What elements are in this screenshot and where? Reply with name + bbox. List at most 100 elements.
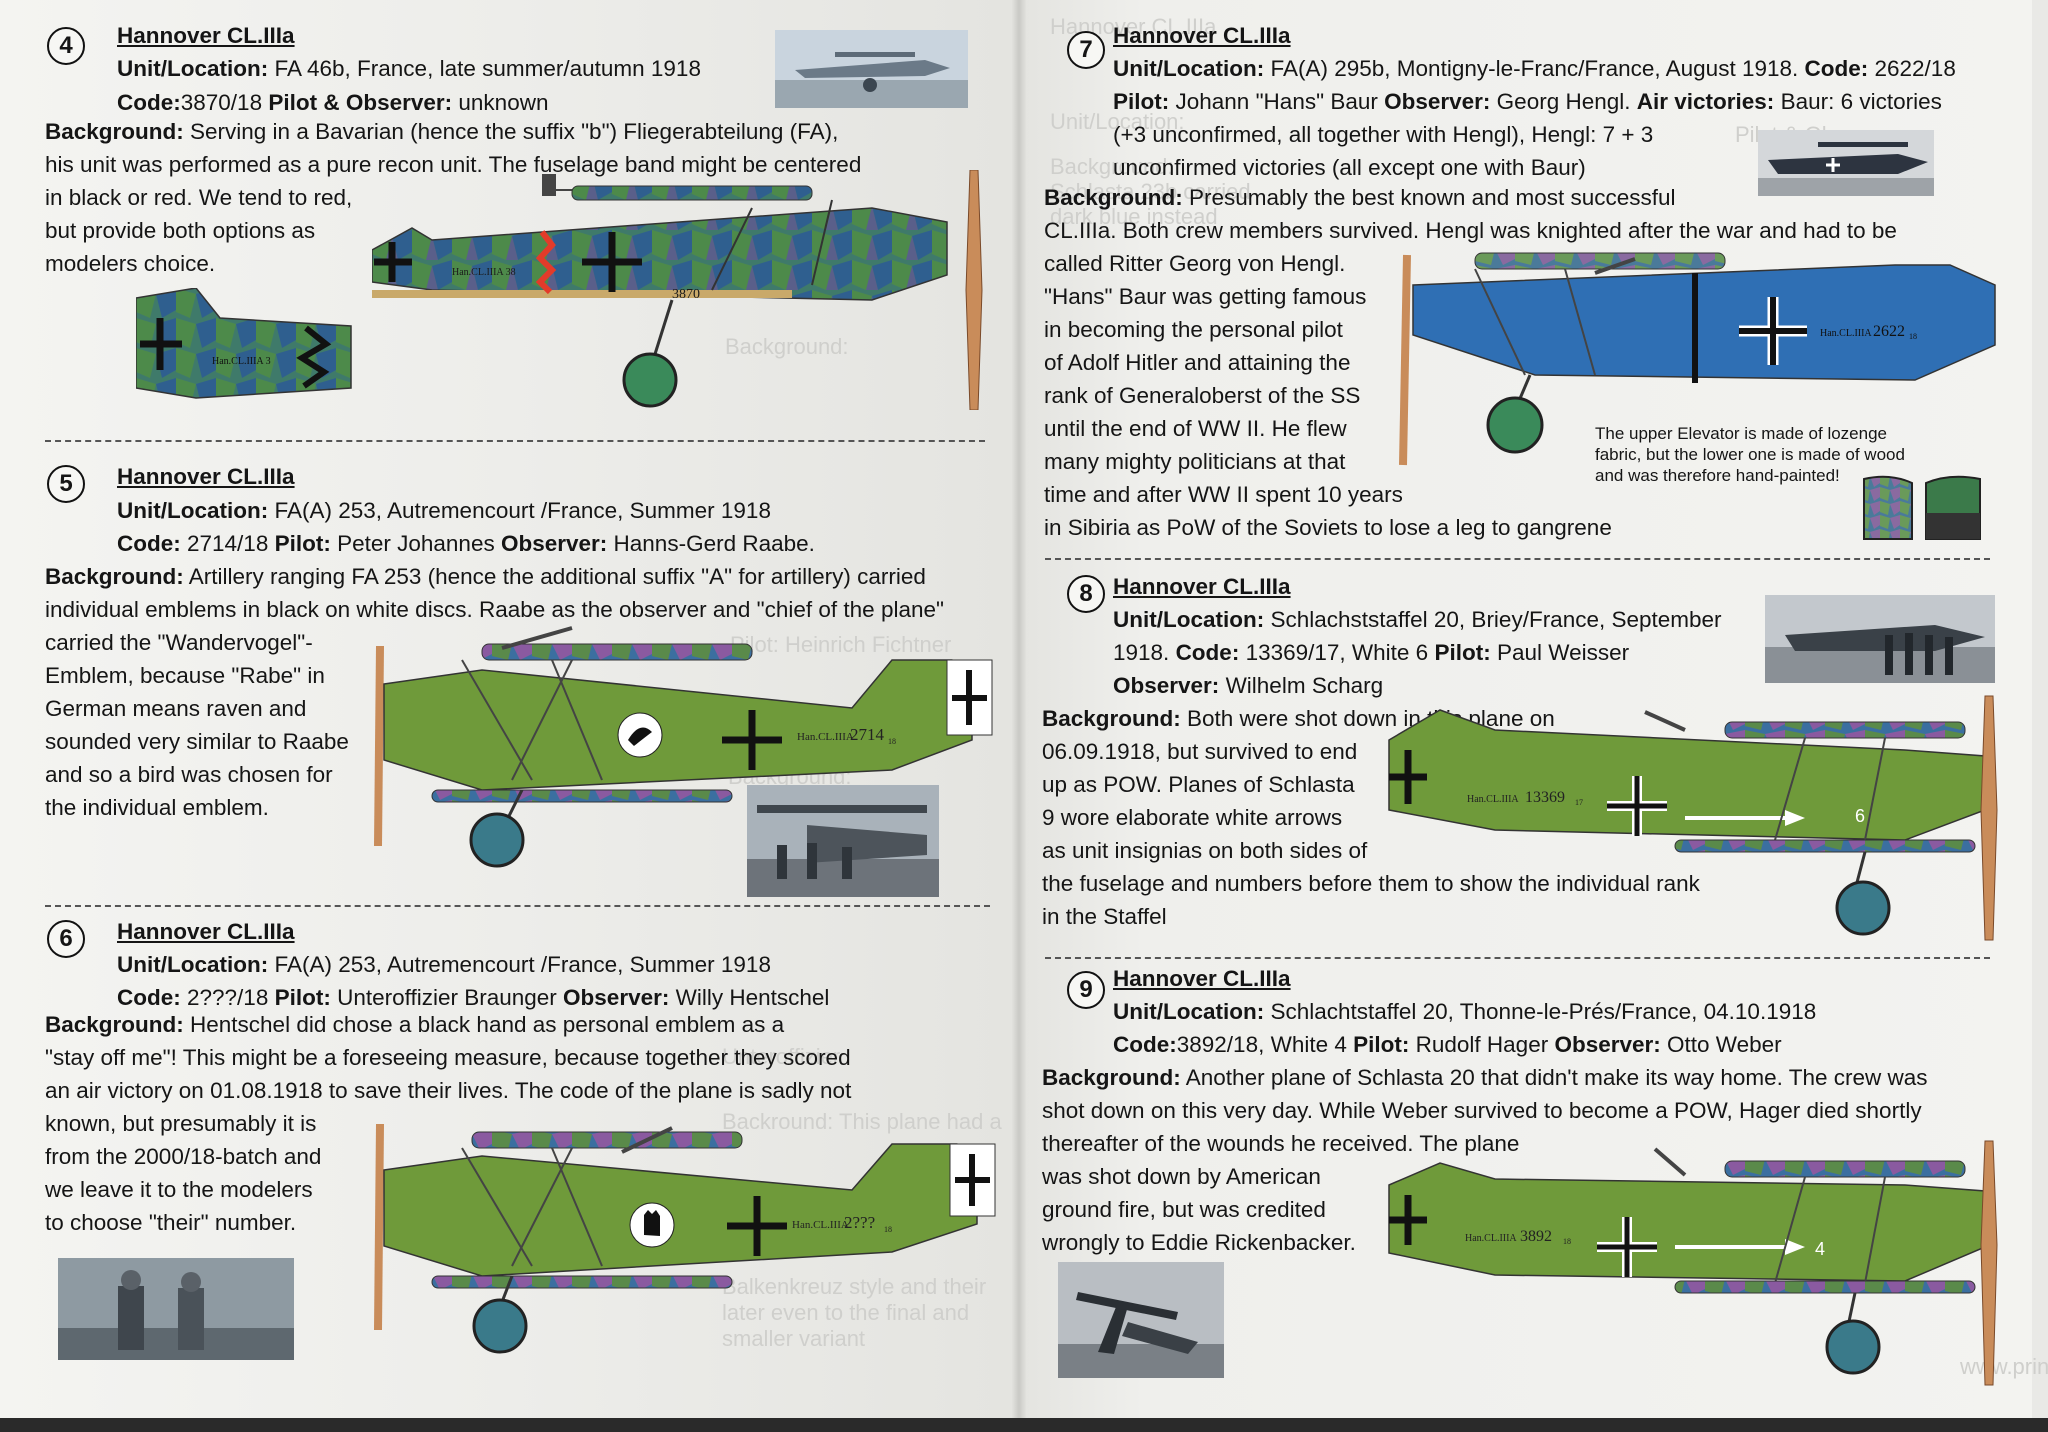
svg-text:2???: 2??? [844,1213,875,1232]
profile-section-6: 6 Hannover CL.IIIa Unit/Location: FA(A) … [0,915,1010,1415]
aircraft-profile-5: Han.CL.IIIA 2714 18 [374,626,993,868]
background-text: carried the "Wandervogel"- [45,630,313,655]
bleed-through-text: dark blue instead [1050,204,1218,229]
bleed-through-text: Unit/Location: [1050,109,1185,134]
observer-label: Observer: [500,531,608,556]
profile-number-badge: 6 [47,920,85,958]
background-text: "Hans" Baur was getting famous [1044,284,1367,309]
reference-photo [1765,595,1995,683]
unit-label: Unit/Location: [117,56,269,81]
code-value: 3892/18, White 4 [1176,1032,1354,1057]
pilot-value: Rudolf Hager [1409,1032,1555,1057]
code-label: Code: [117,90,181,115]
profile-section-4: 4 Hannover CL.IIIa Unit/Location: FA 46b… [0,0,1010,440]
unit-label: Unit/Location: [1113,607,1265,632]
background-text: in the Staffel [1042,904,1167,929]
background-text: thereafter of the wounds he received. Th… [1042,1131,1520,1156]
background-text: we leave it to the modelers [45,1177,313,1202]
background-text: in black or red. We tend to red, [45,185,353,210]
background-text: rank of Generaloberst of the SS [1044,383,1361,408]
background-text: up as POW. Planes of Schlasta [1042,772,1355,797]
profile-number-badge: 8 [1067,575,1105,613]
background-label: Background: [45,1012,184,1037]
page-spine [1012,0,1026,1432]
profile-number-badge: 4 [47,27,85,65]
svg-text:2714: 2714 [850,725,885,744]
unit-label: Unit/Location: [1113,56,1265,81]
observer-value: Otto Weber [1660,1032,1782,1057]
observer-value: Wilhelm Scharg [1219,673,1384,698]
reference-photo [1758,130,1934,196]
aircraft-tail-4: Han.CL.IIIA 3 [136,288,352,399]
bleed-through-text: Unteroffizier [722,1044,841,1069]
aircraft-profile-7: Han.CL.IIIA 2622 18 [1399,252,1996,466]
background-text: German means raven and [45,696,307,721]
pilot-label: Pilot: [274,531,331,556]
background-text: 9 wore elaborate white arrows [1042,805,1343,830]
background-text: an air victory on 01.08.1918 to save the… [45,1078,852,1103]
profile-section-5: 5 Hannover CL.IIIa Unit/Location: FA(A) … [0,460,1010,900]
svg-text:Han.CL.IIIA 38: Han.CL.IIIA 38 [452,267,516,278]
pilot-value: Johann "Hans" Baur [1169,89,1385,114]
background-label: Background: [1042,1065,1181,1090]
svg-text:Han.CL.IIIA: Han.CL.IIIA [1465,1233,1517,1244]
svg-text:Han.CL.IIIA: Han.CL.IIIA [797,731,854,743]
profile-section-9: 9 Hannover CL.IIIa Unit/Location: Schlac… [1022,962,2032,1382]
code-label: Code: [1175,640,1240,665]
profile-number-badge: 9 [1067,971,1105,1009]
unit-location: 1918. [1113,640,1176,665]
elevator-note: The upper Elevator is made of lozenge fa… [1595,424,1905,485]
svg-text:Han.CL.IIIA: Han.CL.IIIA [792,1219,849,1231]
background-label: Background: [1044,185,1183,210]
svg-text:Han.CL.IIIA: Han.CL.IIIA [1820,328,1872,339]
profile-section-8: 8 Hannover CL.IIIa Unit/Location: Schlac… [1022,570,2032,950]
svg-text:Han.CL.IIIA 3: Han.CL.IIIA 3 [212,356,271,367]
aircraft-profile-6: Han.CL.IIIA 2??? 18 [374,1123,996,1354]
background-text: until the end of WW II. He flew [1044,416,1347,441]
background-text: ground fire, but was credited [1042,1197,1326,1222]
background-text: time and after WW II spent 10 years [1044,482,1403,507]
observer-value: Hanns-Gerd Raabe. [607,531,815,556]
bleed-through-text: Backround: This plane had a [722,1109,1002,1134]
background-text: shot down on this very day. While Weber … [1042,1098,1922,1123]
pilot-label: Pilot: [1353,1032,1410,1057]
code-value: 3870/18 [180,90,269,115]
bleed-through-text: www.printscale.org [1960,1354,2048,1379]
observer-label: Observer: [1113,673,1220,698]
svg-text:6: 6 [1855,806,1865,826]
victories-label: Air victories: [1636,89,1775,114]
unit-label: Unit/Location: [1113,999,1265,1024]
reference-photo [58,1258,294,1360]
background-text: CL.IIIa. Both crew members survived. Hen… [1044,218,1897,243]
scan-bottom-edge [0,1418,2048,1432]
background-text: modelers choice. [45,251,216,276]
background-text: "stay off me"! This might be a foreseein… [45,1045,851,1070]
observer-label: Observer: [1554,1032,1661,1057]
observer-label: Observer: [563,985,670,1010]
svg-text:3892: 3892 [1520,1228,1552,1245]
background-text: from the 2000/18-batch and [45,1144,322,1169]
background-text: individual emblems in black on white dis… [45,597,944,622]
pilot-value: Peter Johannes [330,531,501,556]
code-value: 2622/18 [1868,56,1956,81]
profile-number-badge: 7 [1067,31,1105,69]
svg-text:3870: 3870 [672,287,700,302]
profile-title: Hannover CL.IIIa [1113,574,1291,599]
background-text: and so a bird was chosen for [45,762,333,787]
background-text: wrongly to Eddie Rickenbacker. [1042,1230,1356,1255]
crew-value: unknown [452,90,549,115]
bleed-through-text: Background: [1050,154,1174,179]
background-text: Both were shot down in this plane on [1180,706,1555,731]
observer-value: Willy Hentschel [669,985,830,1010]
profile-section-7: 7 Hannover CL.IIIa Unit/Location: FA(A) … [1022,0,2032,560]
svg-text:2622: 2622 [1873,323,1905,340]
background-text: but provide both options as [45,218,316,243]
pilot-label: Pilot: [1113,89,1170,114]
pilot-value: Unteroffizier Braunger [330,985,564,1010]
aircraft-profile-4: Han.CL.IIIA 38 3870 [372,170,983,410]
observer-label: Observer: [1384,89,1491,114]
background-text: sounded very similar to Raabe [45,729,349,754]
svg-text:18: 18 [888,737,896,746]
crew-label: Pilot & Observer: [268,90,453,115]
background-text: Artillery ranging FA 253 (hence the addi… [183,564,926,589]
